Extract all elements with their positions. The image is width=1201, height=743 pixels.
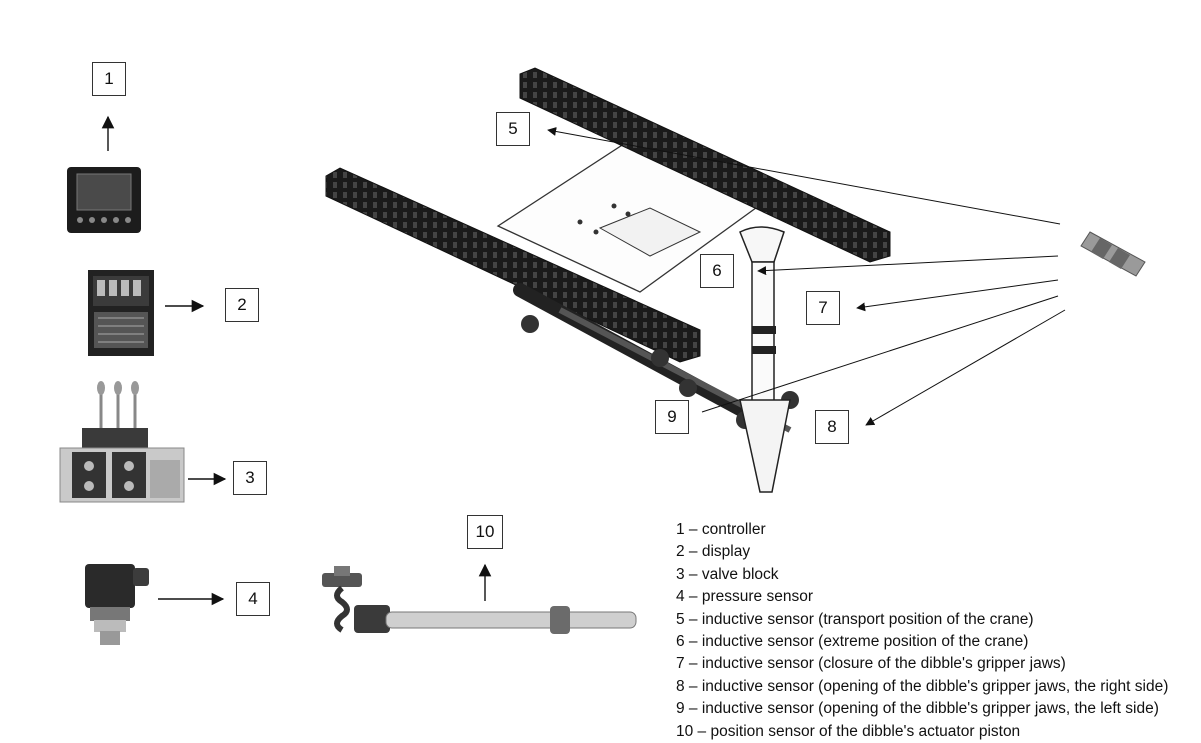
legend-item-8: 8 – inductive sensor (opening of the dib… (676, 677, 1169, 695)
callout-4: 4 (236, 582, 270, 616)
display-image (88, 270, 154, 356)
legend-item-5: 5 – inductive sensor (transport position… (676, 610, 1034, 628)
legend-item-1: 1 – controller (676, 521, 766, 538)
valve-block-image (59, 381, 185, 503)
leader-7 (856, 279, 1059, 312)
callout-6: 6 (700, 254, 734, 288)
leader-lines (547, 127, 1066, 426)
callout-8: 8 (815, 410, 849, 444)
callout-5: 5 (496, 112, 530, 146)
leader-5 (547, 127, 1061, 225)
legend-item-7: 7 – inductive sensor (closure of the dib… (676, 655, 1066, 673)
legend-item-4: 4 – pressure sensor (676, 588, 813, 606)
callout-7: 7 (806, 291, 840, 325)
leader-9 (701, 295, 1059, 413)
piston-position-sensor-image (322, 566, 637, 634)
leader-6 (757, 255, 1059, 276)
callout-10: 10 (467, 515, 503, 549)
inductive-sensor-image (1080, 231, 1146, 277)
legend: 1 – controller 2 – display 3 – valve blo… (676, 519, 1168, 743)
leader-8 (865, 309, 1066, 426)
pressure-sensor-image (85, 564, 149, 645)
legend-item-9: 9 – inductive sensor (opening of the dib… (676, 700, 1159, 718)
legend-item-10: 10 – position sensor of the dibble's act… (676, 722, 1021, 740)
callout-9: 9 (655, 400, 689, 434)
legend-item-3: 3 – valve block (676, 565, 779, 583)
callout-1: 1 (92, 62, 126, 96)
crane-assembly-image (325, 67, 891, 493)
callout-2: 2 (225, 288, 259, 322)
legend-item-6: 6 – inductive sensor (extreme position o… (676, 633, 1029, 651)
callout-3: 3 (233, 461, 267, 495)
controller-image (67, 167, 141, 233)
legend-item-2: 2 – display (676, 543, 751, 561)
